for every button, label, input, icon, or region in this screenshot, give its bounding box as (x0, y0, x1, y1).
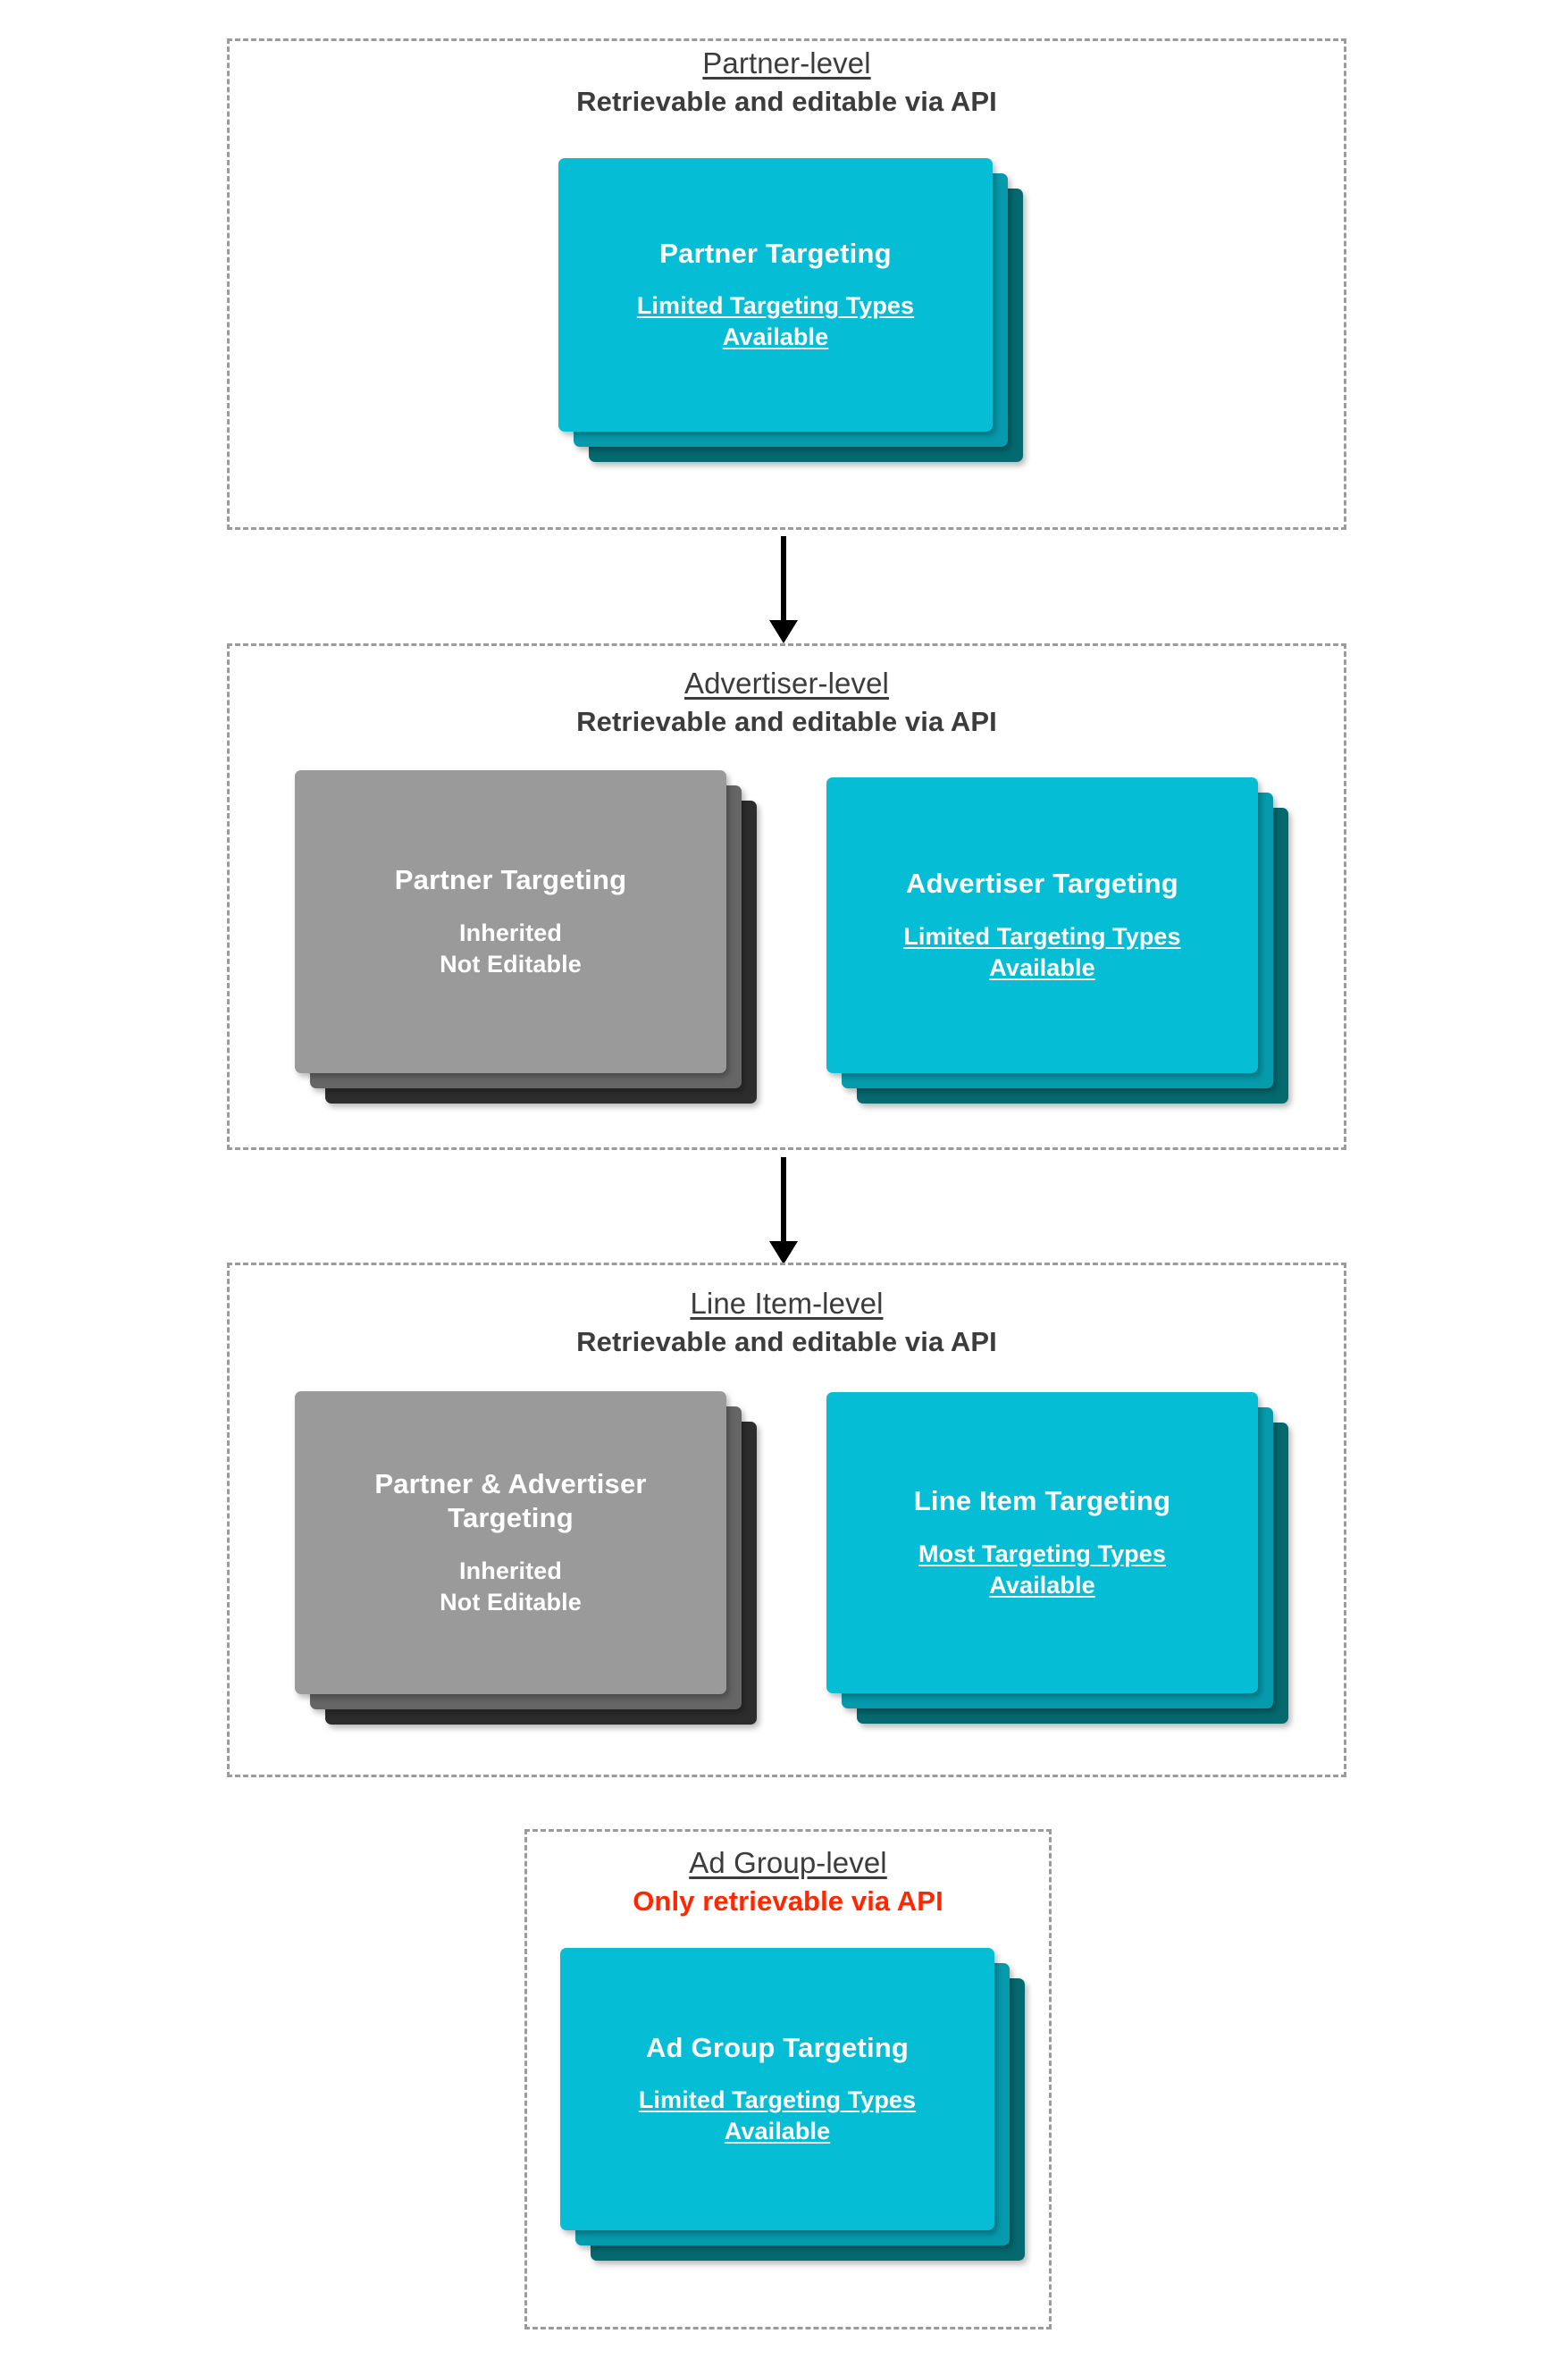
level-box-partner (227, 38, 1346, 530)
level-header-line-item: Line Item-level Retrievable and editable… (227, 1287, 1346, 1359)
card-title: Partner & Advertiser Targeting (374, 1467, 647, 1534)
card-subtitle: Limited Targeting Types Available (903, 921, 1180, 984)
connector-partner-to-advertiser (764, 536, 803, 643)
card-stack-inherited-partner-advertiser-targeting[interactable]: Partner & Advertiser Targeting Inherited… (295, 1391, 768, 1740)
level-title-partner: Partner-level (702, 46, 871, 80)
card-inherited-partner-targeting[interactable]: Partner Targeting Inherited Not Editable (295, 770, 726, 1073)
card-title: Advertiser Targeting (906, 868, 1178, 900)
level-subtitle-partner: Retrievable and editable via API (576, 85, 997, 117)
card-subtitle: Limited Targeting Types Available (639, 2085, 916, 2147)
arrow-down-icon (769, 1157, 798, 1264)
level-box-line-item (227, 1263, 1346, 1777)
card-subtitle-line2: Available (724, 2118, 831, 2145)
arrow-down-icon (769, 536, 798, 643)
card-advertiser-targeting[interactable]: Advertiser Targeting Limited Targeting T… (826, 777, 1258, 1073)
card-line-item-targeting[interactable]: Line Item Targeting Most Targeting Types… (826, 1392, 1258, 1693)
card-subtitle-line2: Available (722, 323, 829, 351)
level-header-advertiser: Advertiser-level Retrievable and editabl… (227, 667, 1346, 739)
level-header-ad-group: Ad Group-level Only retrievable via API (524, 1846, 1052, 1918)
card-title: Line Item Targeting (913, 1485, 1171, 1517)
card-subtitle-line2: Available (989, 953, 1095, 981)
card-subtitle: Inherited Not Editable (440, 1556, 582, 1618)
card-subtitle-line1: Limited Targeting Types (903, 922, 1181, 950)
card-stack-advertiser-targeting[interactable]: Advertiser Targeting Limited Targeting T… (826, 777, 1300, 1126)
card-subtitle-line1: Limited Targeting Types (636, 292, 915, 320)
level-subtitle-advertiser: Retrievable and editable via API (576, 705, 997, 737)
level-box-ad-group (524, 1829, 1052, 2329)
level-header-partner: Partner-level Retrievable and editable v… (227, 46, 1346, 119)
card-subtitle-line2: Available (989, 1571, 1095, 1599)
card-title: Partner Targeting (394, 864, 627, 896)
card-stack-ad-group-targeting[interactable]: Ad Group Targeting Limited Targeting Typ… (560, 1948, 1025, 2270)
level-box-advertiser (227, 643, 1346, 1150)
card-partner-targeting[interactable]: Partner Targeting Limited Targeting Type… (558, 158, 993, 432)
card-inherited-partner-advertiser-targeting[interactable]: Partner & Advertiser Targeting Inherited… (295, 1391, 726, 1694)
card-subtitle-line2: Not Editable (440, 950, 582, 978)
card-title: Partner Targeting (659, 237, 892, 269)
card-subtitle-line1: Inherited (459, 1557, 562, 1585)
connector-advertiser-to-line-item (764, 1157, 803, 1264)
card-ad-group-targeting[interactable]: Ad Group Targeting Limited Targeting Typ… (560, 1948, 994, 2230)
card-stack-inherited-partner-targeting[interactable]: Partner Targeting Inherited Not Editable (295, 770, 768, 1119)
card-subtitle-line1: Limited Targeting Types (638, 2086, 917, 2114)
card-subtitle-line1: Most Targeting Types (918, 1540, 1167, 1567)
card-stack-partner-targeting[interactable]: Partner Targeting Limited Targeting Type… (558, 158, 1023, 462)
card-subtitle: Most Targeting Types Available (918, 1539, 1166, 1601)
card-title: Ad Group Targeting (645, 2031, 910, 2063)
level-subtitle-ad-group: Only retrievable via API (633, 1884, 943, 1917)
level-subtitle-line-item: Retrievable and editable via API (576, 1325, 997, 1357)
level-title-ad-group: Ad Group-level (689, 1846, 887, 1879)
card-subtitle: Limited Targeting Types Available (637, 290, 914, 353)
card-subtitle-line1: Inherited (459, 919, 562, 946)
level-title-line-item: Line Item-level (690, 1287, 884, 1320)
card-stack-line-item-targeting[interactable]: Line Item Targeting Most Targeting Types… (826, 1392, 1300, 1741)
level-title-advertiser: Advertiser-level (683, 667, 889, 700)
card-subtitle: Inherited Not Editable (440, 918, 582, 980)
card-subtitle-line2: Not Editable (440, 1589, 582, 1616)
